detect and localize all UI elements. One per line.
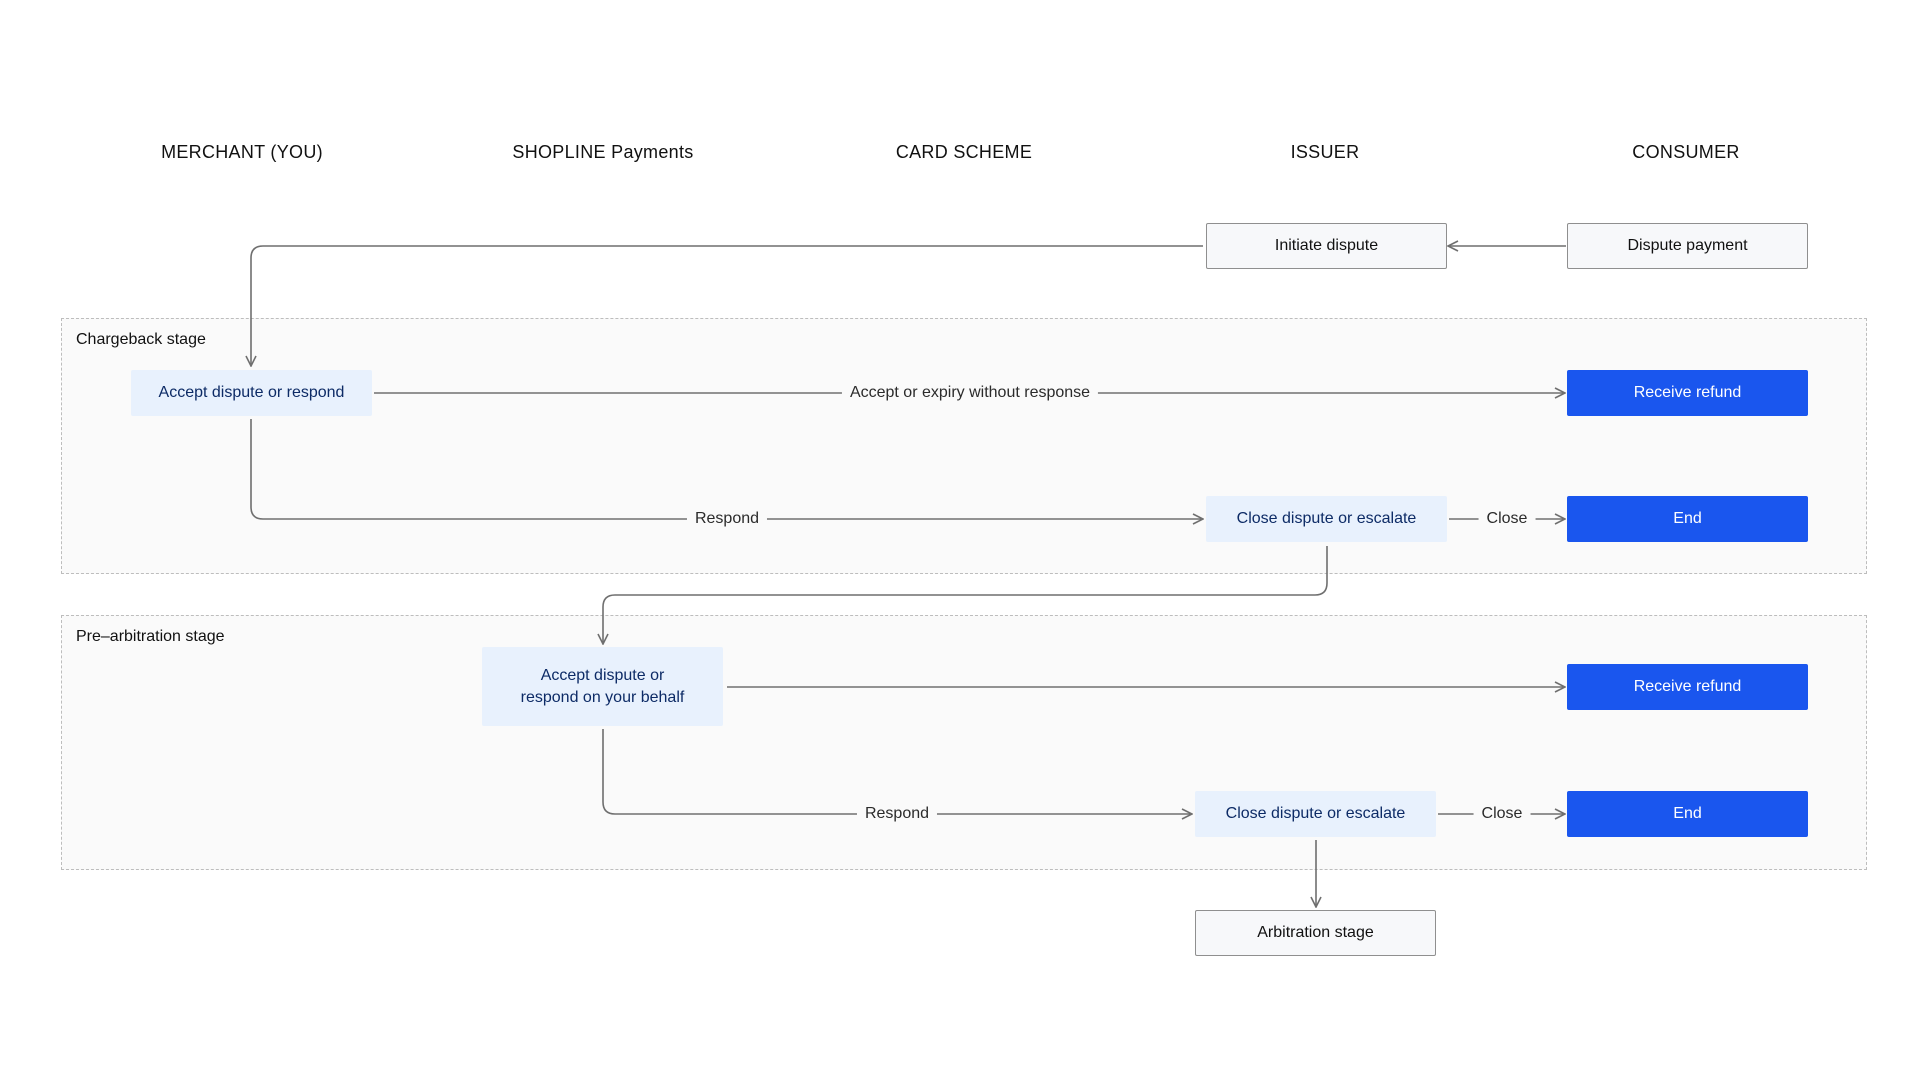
node-end-1: End — [1567, 496, 1808, 542]
edge-label-close-2: Close — [1473, 805, 1531, 823]
node-initiate-dispute: Initiate dispute — [1206, 223, 1447, 269]
edge-label-respond-1: Respond — [686, 510, 768, 528]
prearbitration-stage-label: Pre–arbitration stage — [76, 628, 225, 645]
node-accept-on-behalf-line1: Accept dispute or — [540, 666, 665, 684]
node-close-or-escalate-2: Close dispute or escalate — [1195, 791, 1436, 837]
chargeback-stage-label: Chargeback stage — [76, 331, 206, 348]
lane-header-shopline: SHOPLINE Payments — [512, 142, 694, 162]
lane-header-issuer: ISSUER — [1290, 142, 1360, 162]
edge-label-respond-2: Respond — [856, 805, 938, 823]
node-dispute-payment: Dispute payment — [1567, 223, 1808, 269]
node-end-2: End — [1567, 791, 1808, 837]
node-arbitration-stage: Arbitration stage — [1195, 910, 1436, 956]
node-accept-or-respond: Accept dispute or respond — [131, 370, 372, 416]
node-accept-on-behalf-line2: respond on your behalf — [520, 688, 685, 706]
node-accept-on-behalf: Accept dispute or respond on your behalf — [482, 647, 723, 726]
edge-label-accept-or-expiry: Accept or expiry without response — [841, 384, 1099, 402]
node-receive-refund-1: Receive refund — [1567, 370, 1808, 416]
node-close-or-escalate-1: Close dispute or escalate — [1206, 496, 1447, 542]
lane-header-card-scheme: CARD SCHEME — [895, 142, 1033, 162]
lane-header-merchant: MERCHANT (YOU) — [161, 142, 323, 162]
node-receive-refund-2: Receive refund — [1567, 664, 1808, 710]
lane-header-consumer: CONSUMER — [1632, 142, 1740, 162]
edge-label-close-1: Close — [1478, 510, 1536, 528]
prearbitration-stage-box: Pre–arbitration stage — [61, 615, 1867, 870]
